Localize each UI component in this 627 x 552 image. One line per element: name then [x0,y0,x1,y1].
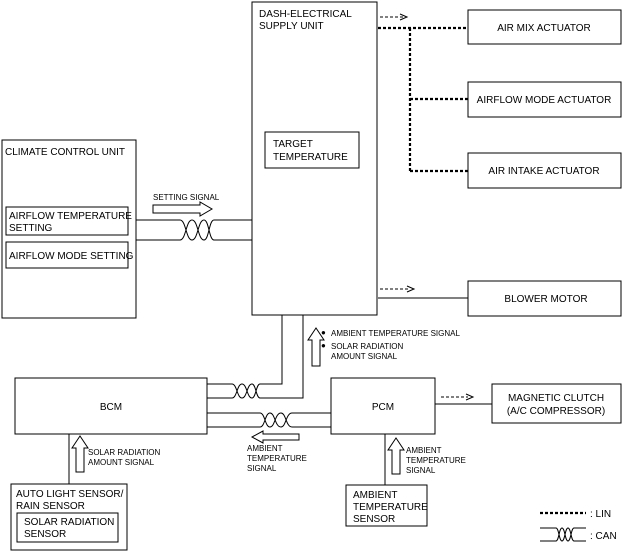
ambient-signal-pcm-bcm-line3: SIGNAL [247,464,277,473]
legend-can-symbol [540,527,586,542]
dashed-arrow-clutch [441,393,475,401]
legend-lin-label: : LIN [590,509,611,520]
airflow-mode-actuator-box[interactable] [467,81,622,118]
ambient-signal-arrow-to-bcm [250,430,300,444]
airflow-temperature-setting-line1: AIRFLOW TEMPERATURE [9,211,132,222]
can-line-bcm-to-pcm [207,412,331,428]
can-line-climate-to-dash [136,219,252,241]
air-intake-actuator-label: AIR INTAKE ACTUATOR [488,166,599,177]
solar-signal-to-bcm-arrow [71,435,89,473]
magnetic-clutch-box[interactable] [491,383,622,424]
air-intake-actuator-box[interactable] [467,152,622,189]
dashed-arrow-top [380,13,409,21]
ambient-signal-to-dash-label: AMBIENT TEMPERATURE SIGNAL [331,329,460,338]
setting-signal-label: SETTING SIGNAL [153,193,220,202]
ambient-signal-pcm-bcm-line2: TEMPERATURE [247,454,307,463]
dashed-arrow-blower [380,285,416,293]
target-temperature-label-line1: TARGET [273,139,313,150]
air-mix-actuator-label: AIR MIX ACTUATOR [497,23,591,34]
blower-motor-label: BLOWER MOTOR [504,294,587,305]
solar-signal-to-bcm-line2: AMOUNT SIGNAL [88,458,155,467]
legend-can-label: : CAN [590,531,617,542]
ambient-sensor-label-line1: AMBIENT [353,490,397,501]
airflow-mode-setting-box[interactable] [5,241,129,269]
ambient-signal-to-pcm-arrow [387,437,405,475]
airflow-temperature-setting-box[interactable] [5,206,129,236]
magnetic-clutch-label-line1: MAGNETIC CLUTCH [508,393,604,404]
dash-supply-label-line2: SUPPLY UNIT [259,21,324,32]
ambient-signal-to-pcm-line2: TEMPERATURE [406,456,466,465]
solar-radiation-sensor-box[interactable] [16,512,119,543]
airflow-mode-setting-label: AIRFLOW MODE SETTING [9,251,134,262]
ambient-temperature-sensor-box[interactable] [345,484,428,527]
magnetic-clutch-label-line2: (A/C COMPRESSOR) [507,406,605,417]
auto-light-sensor-label-line1: AUTO LIGHT SENSOR/ [16,489,124,500]
setting-signal-arrow [152,201,213,217]
airflow-temperature-setting-line2: SETTING [9,223,53,234]
target-temperature-box[interactable] [264,131,360,169]
airflow-mode-actuator-label: AIRFLOW MODE ACTUATOR [477,95,612,106]
ambient-sensor-label-line3: SENSOR [353,514,395,525]
ambient-sensor-label-line2: TEMPERATURE [353,502,428,513]
ambient-signal-to-pcm-line3: SIGNAL [406,466,436,475]
solar-signal-to-bcm-line1: SOLAR RADIATION [88,448,161,457]
pcm-label: PCM [372,402,394,413]
ambient-signal-to-pcm-line1: AMBIENT [406,446,442,455]
solar-signal-to-dash-line1: SOLAR RADIATION [331,342,404,351]
air-mix-actuator-box[interactable] [467,9,622,45]
solar-radiation-sensor-label-line2: SENSOR [24,529,66,540]
bcm-label: BCM [100,402,122,413]
ambient-signal-pcm-bcm-line1: AMBIENT [247,444,283,453]
target-temperature-label-line2: TEMPERATURE [273,152,348,163]
solar-radiation-sensor-label-line1: SOLAR RADIATION [24,517,114,528]
signals-to-dash-arrow [307,327,325,367]
bcm-box[interactable] [14,377,208,435]
dash-supply-label-line1: DASH-ELECTRICAL [259,9,352,20]
can-line-bcm-to-dash [207,315,304,399]
bullet-ambient: ● [321,328,326,337]
bullet-solar: ● [321,341,326,350]
auto-light-sensor-label-line2: RAIN SENSOR [16,501,85,512]
climate-control-unit-label: CLIMATE CONTROL UNIT [5,147,125,158]
pcm-box[interactable] [330,377,436,435]
solar-signal-to-dash-line2: AMOUNT SIGNAL [331,352,398,361]
